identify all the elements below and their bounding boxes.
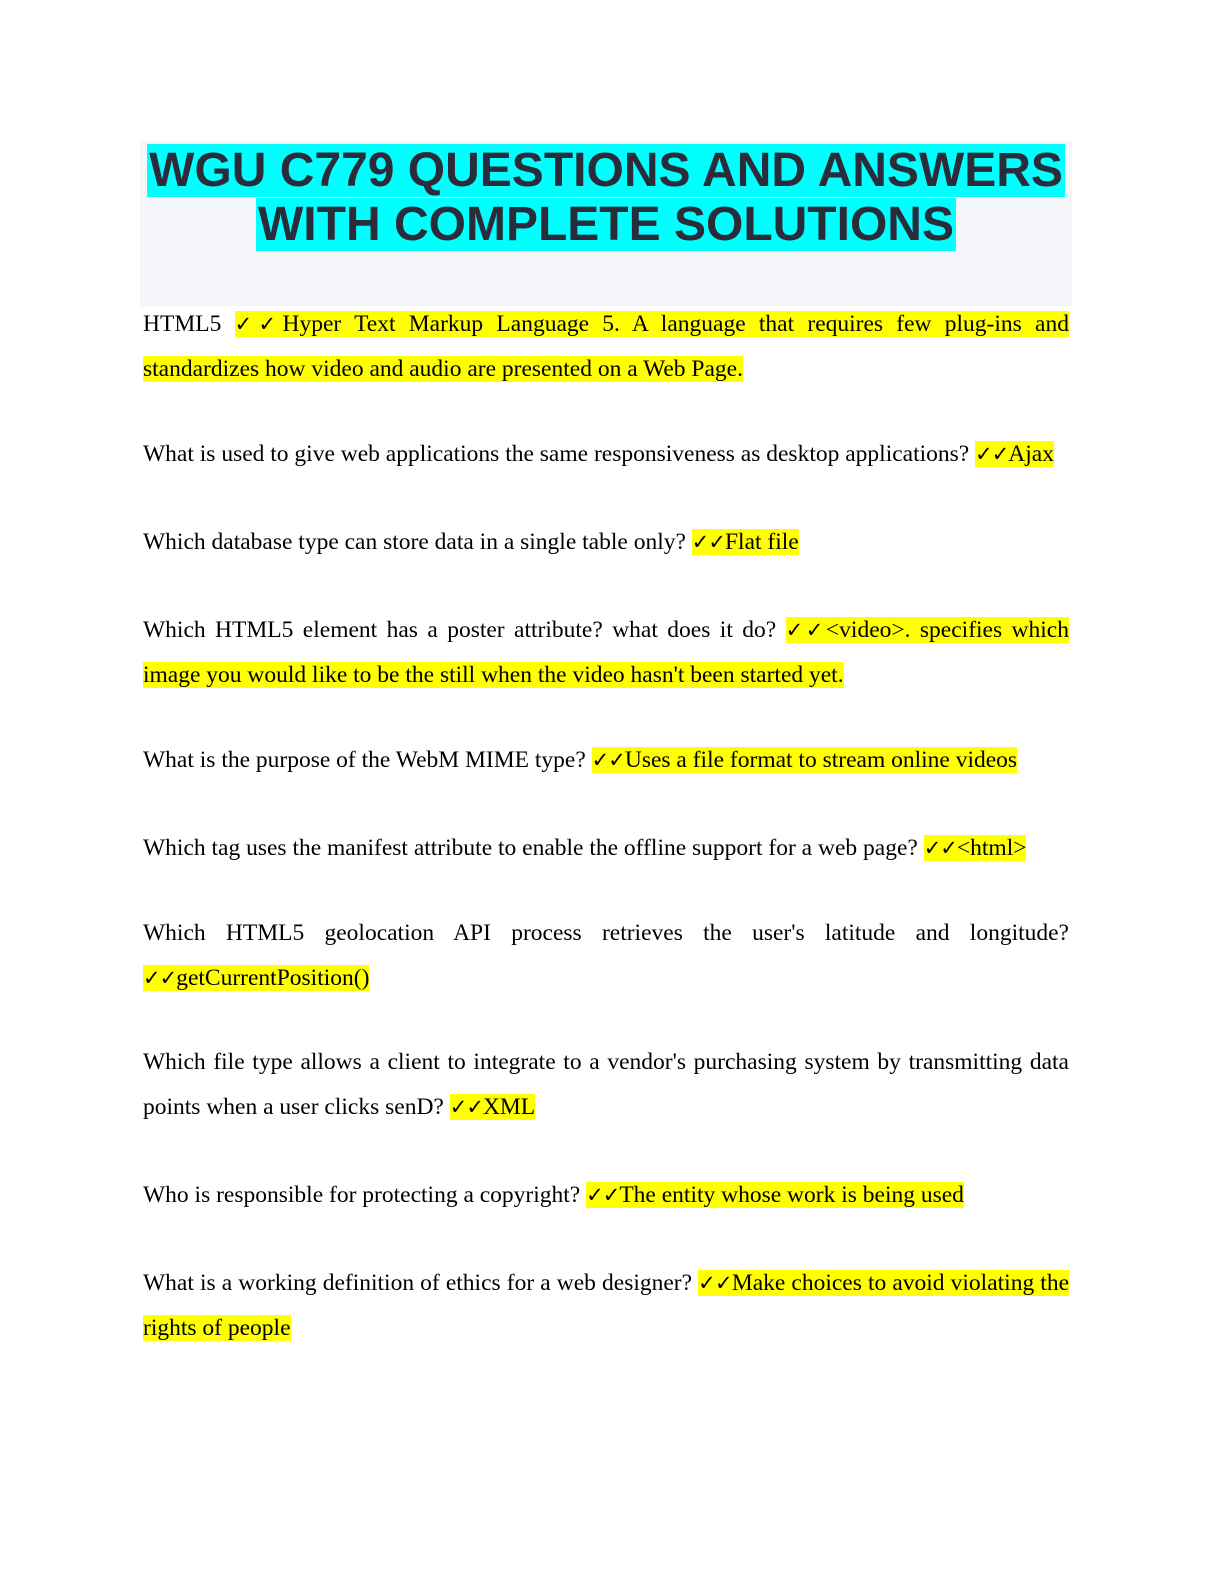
double-check-icon: ✓✓ bbox=[591, 748, 626, 772]
answer-text: Make choices to avoid violating the righ… bbox=[143, 1270, 1070, 1341]
qa-item-4: Which HTML5 element has a poster attribu… bbox=[143, 608, 1069, 698]
question-text: What is used to give web applications th… bbox=[143, 441, 976, 467]
answer-text: <video>. specifies which image you would… bbox=[143, 617, 1069, 688]
answer-text: Flat file bbox=[724, 529, 799, 555]
question-text: What is a working definition of ethics f… bbox=[143, 1270, 699, 1296]
question-text: HTML5 bbox=[143, 311, 235, 337]
double-check-icon: ✓✓ bbox=[143, 966, 177, 990]
answer-text: XML bbox=[482, 1094, 536, 1120]
qa-item-3: Which database type can store data in a … bbox=[143, 520, 1069, 565]
double-check-icon: ✓✓ bbox=[698, 1271, 733, 1295]
question-text: What is the purpose of the WebM MIME typ… bbox=[143, 747, 592, 773]
question-text: Which HTML5 element has a poster attribu… bbox=[143, 617, 786, 643]
question-text: Which HTML5 geolocation API process retr… bbox=[143, 920, 1069, 946]
title-line-2: WITH COMPLETE SOLUTIONS bbox=[256, 198, 956, 251]
answer-highlight: ✓✓Uses a file format to stream online vi… bbox=[591, 747, 1018, 773]
question-text: Which file type allows a client to integ… bbox=[143, 1049, 1069, 1120]
question-text: Which database type can store data in a … bbox=[143, 529, 692, 555]
question-text: Who is responsible for protecting a copy… bbox=[143, 1182, 587, 1208]
qa-item-8: Which file type allows a client to integ… bbox=[143, 1040, 1069, 1130]
answer-highlight: ✓✓XML bbox=[449, 1094, 536, 1120]
answer-text: The entity whose work is being used bbox=[619, 1182, 964, 1208]
answer-highlight: ✓✓Hyper Text Markup Language 5. A langua… bbox=[143, 311, 1069, 382]
document-title: WGU C779 QUESTIONS AND ANSWERS WITH COMP… bbox=[140, 141, 1072, 252]
qa-item-6: Which tag uses the manifest attribute to… bbox=[143, 826, 1069, 871]
double-check-icon: ✓✓ bbox=[234, 312, 284, 336]
double-check-icon: ✓✓ bbox=[975, 442, 1009, 466]
qa-item-1: HTML5 ✓✓Hyper Text Markup Language 5. A … bbox=[143, 302, 1069, 392]
answer-text: Ajax bbox=[1008, 441, 1054, 467]
qa-item-2: What is used to give web applications th… bbox=[143, 432, 1069, 477]
double-check-icon: ✓✓ bbox=[785, 618, 827, 642]
qa-item-5: What is the purpose of the WebM MIME typ… bbox=[143, 738, 1069, 783]
answer-text: getCurrentPosition() bbox=[176, 965, 370, 991]
answer-highlight: ✓✓getCurrentPosition() bbox=[143, 965, 370, 991]
double-check-icon: ✓✓ bbox=[586, 1183, 620, 1207]
qa-item-9: Who is responsible for protecting a copy… bbox=[143, 1173, 1069, 1218]
answer-highlight: ✓✓<html> bbox=[923, 835, 1027, 861]
title-line-1: WGU C779 QUESTIONS AND ANSWERS bbox=[147, 144, 1065, 197]
answer-text: Hyper Text Markup Language 5. A language… bbox=[143, 311, 1069, 382]
double-check-icon: ✓✓ bbox=[449, 1095, 484, 1119]
double-check-icon: ✓✓ bbox=[923, 836, 958, 860]
answer-text: <html> bbox=[956, 835, 1027, 861]
question-text: Which tag uses the manifest attribute to… bbox=[143, 835, 924, 861]
answer-text: Uses a file format to stream online vide… bbox=[624, 747, 1018, 773]
qa-item-7: Which HTML5 geolocation API process retr… bbox=[143, 911, 1069, 1001]
answer-highlight: ✓✓Ajax bbox=[975, 441, 1054, 467]
title-box: WGU C779 QUESTIONS AND ANSWERS WITH COMP… bbox=[140, 141, 1072, 306]
double-check-icon: ✓✓ bbox=[691, 530, 726, 554]
answer-highlight: ✓✓The entity whose work is being used bbox=[586, 1182, 964, 1208]
answer-highlight: ✓✓Flat file bbox=[691, 529, 799, 555]
qa-item-10: What is a working definition of ethics f… bbox=[143, 1261, 1070, 1351]
